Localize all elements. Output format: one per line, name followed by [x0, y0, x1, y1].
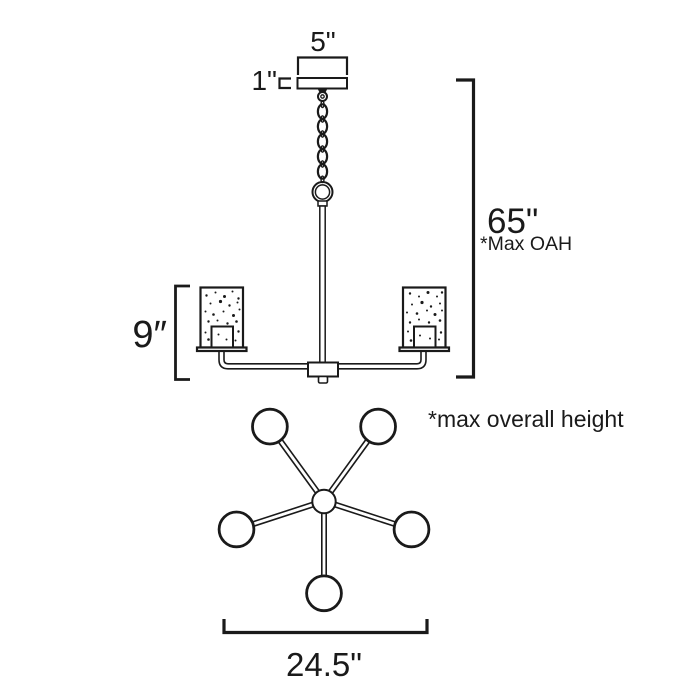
left-shade-speckles [204, 290, 241, 342]
canopy-nipple [317, 88, 328, 93]
right-arm-outer-line [336, 350, 427, 370]
chain-loop-hole [320, 94, 325, 99]
right-shade-speckles [406, 291, 444, 342]
center-hub [307, 361, 339, 378]
overall-height-label: 65" [487, 202, 538, 241]
left-shade-rim [195, 346, 248, 353]
canopy [296, 77, 348, 90]
fixture-width-dimension: 24.5" [222, 619, 429, 683]
top-arm-bottom [320, 512, 328, 577]
down-rod [319, 205, 326, 367]
side-view: 5" 1" [132, 26, 572, 384]
right-arm-inner-line [336, 350, 422, 365]
canopy-width-dimension: 5" [296, 26, 349, 75]
right-shade-socket [413, 325, 437, 349]
shade-height-label: 9″ [132, 314, 167, 356]
canopy-width-label: 5" [310, 26, 336, 57]
ring-inner [314, 184, 331, 200]
chain-link [316, 118, 329, 135]
chain [316, 88, 329, 184]
right-arm [336, 350, 427, 370]
fixture-width-bracket [222, 619, 429, 635]
top-arm-upper-left [277, 438, 320, 494]
left-shade-socket [210, 325, 234, 349]
finial [317, 375, 329, 384]
chain-loop [317, 91, 328, 102]
canopy-height-dimension: 1" [251, 65, 291, 96]
left-arm-inner-line [223, 350, 310, 365]
top-shade-upper-left [251, 407, 289, 446]
top-arm-left [251, 501, 315, 528]
shade-height-dimension: 9″ [132, 284, 190, 381]
canopy-height-bracket [278, 77, 291, 90]
hanging-ring [311, 181, 334, 207]
chain-link [316, 148, 329, 165]
top-arm-right [333, 501, 397, 528]
chain-link [316, 133, 329, 150]
canopy-height-label: 1" [251, 65, 277, 96]
overall-height-note: *Max OAH [480, 233, 572, 255]
fixture-width-label: 24.5" [286, 646, 362, 683]
shade-height-bracket [174, 284, 190, 381]
chain-link [316, 163, 329, 180]
overall-height-dimension: 65" *Max OAH [456, 78, 572, 379]
right-shade-rim [398, 346, 451, 353]
left-arm-outer-line [218, 350, 310, 370]
canopy-width-bracket [296, 56, 349, 75]
top-shade-upper-right [359, 407, 397, 446]
left-arm [218, 350, 310, 370]
max-height-footnote: *max overall height [428, 406, 624, 432]
top-view: *max overall height [217, 406, 624, 683]
top-view-shades [217, 407, 431, 613]
overall-height-bracket [456, 78, 476, 379]
top-view-hub [311, 488, 337, 515]
top-shade-left [217, 510, 256, 549]
top-view-arms [251, 438, 397, 577]
top-shade-right [392, 510, 431, 549]
top-shade-bottom [305, 574, 343, 613]
top-arm-upper-right [328, 438, 371, 494]
chain-link [316, 103, 329, 120]
right-shade [398, 286, 451, 353]
left-shade [195, 286, 248, 353]
